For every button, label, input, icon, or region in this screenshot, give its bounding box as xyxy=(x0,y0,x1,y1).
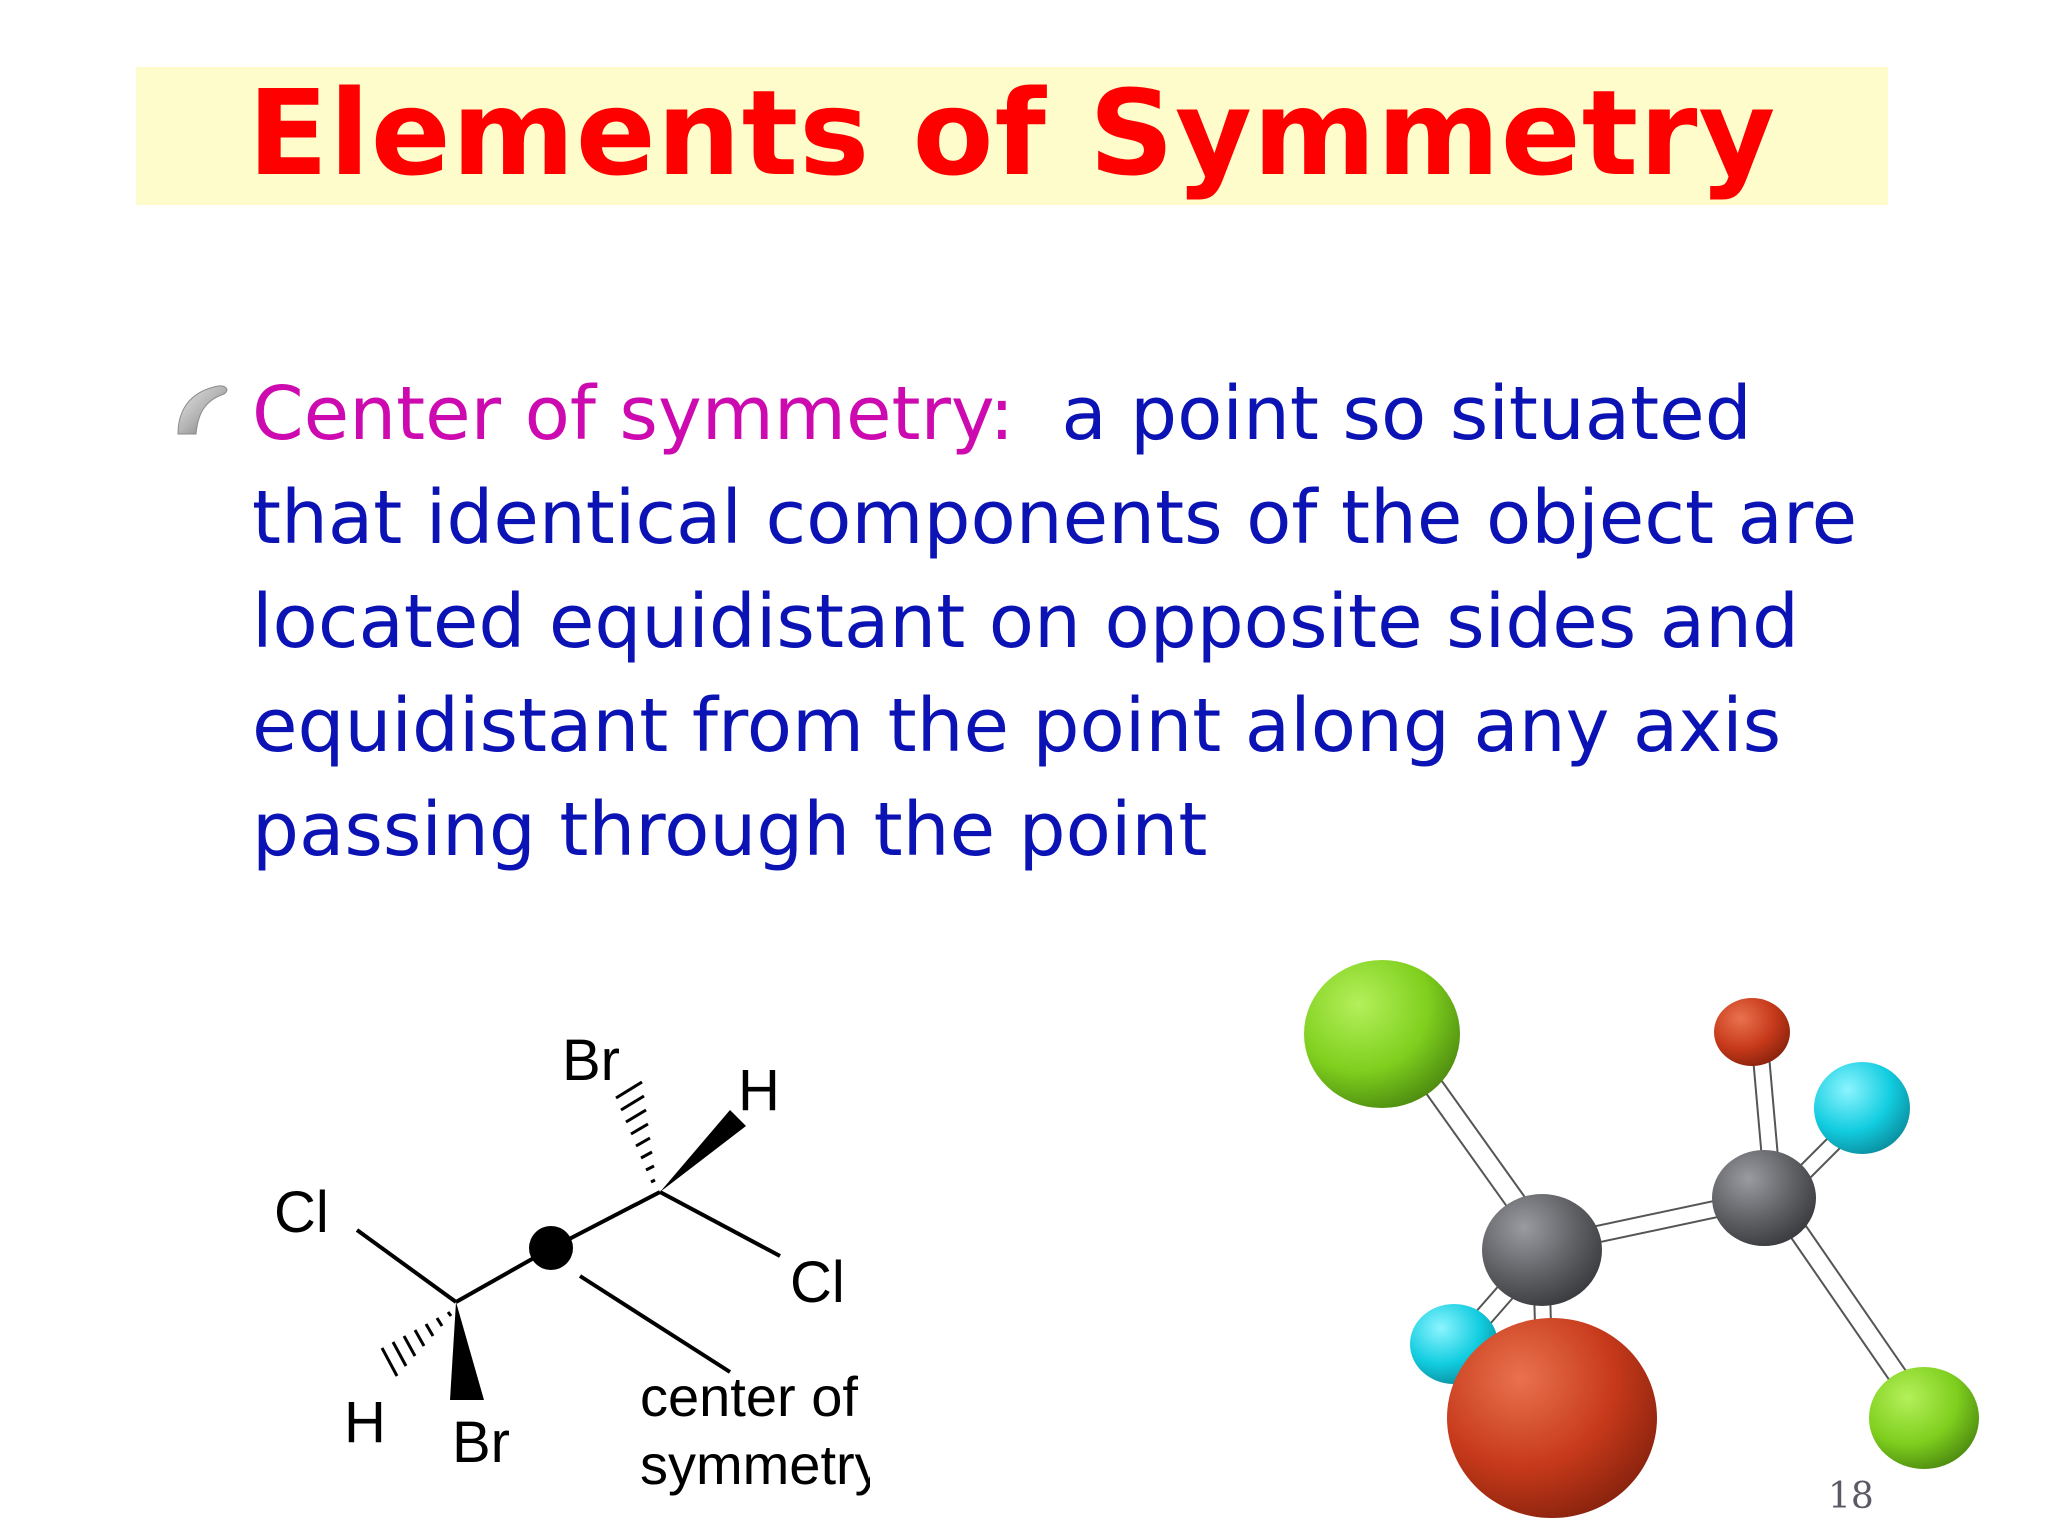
atom-label-br-top: Br xyxy=(562,1028,620,1093)
curl-bullet-icon xyxy=(177,385,228,435)
caption-line-2: symmetry xyxy=(640,1433,883,1496)
bond-c2-cl-right xyxy=(659,1190,781,1258)
atom-bromine-small xyxy=(1714,998,1790,1066)
atom-bromine-large xyxy=(1447,1318,1657,1518)
bullet-line-2: that identical components of the object … xyxy=(252,475,1858,561)
structural-formula: Br H Cl Cl H Br center of symmetry xyxy=(274,1028,883,1496)
center-of-symmetry-dot xyxy=(529,1226,573,1270)
bullet-text: Center of symmetry: a point so situated … xyxy=(252,362,1932,882)
bullet-line-3: located equidistant on opposite sides an… xyxy=(252,579,1800,665)
hashed-bond-bottom xyxy=(380,1311,453,1377)
atom-label-cl-right: Cl xyxy=(790,1250,845,1315)
atom-label-cl-left: Cl xyxy=(274,1180,329,1245)
bond-cl-left xyxy=(355,1228,458,1304)
bullet-line-4: equidistant from the point along any axi… xyxy=(252,683,1782,769)
title-band xyxy=(136,67,1888,205)
term-label: Center of symmetry: xyxy=(252,371,1015,457)
ball-and-stick-model xyxy=(870,940,2000,1536)
atom-carbon-right xyxy=(1712,1150,1816,1246)
atom-label-br-bottom: Br xyxy=(452,1410,510,1475)
atom-chlorine-bottom-right xyxy=(1869,1367,1979,1469)
atom-chlorine-top-left xyxy=(1304,960,1460,1108)
definition-start: a point so situated xyxy=(1061,371,1752,457)
wedge-bond-bottom xyxy=(450,1302,484,1400)
slide-title: Elements of Symmetry xyxy=(247,64,1777,202)
hashed-bond-top xyxy=(615,1080,656,1184)
bullet-line-5: passing through the point xyxy=(252,787,1208,873)
caption-line-1: center of xyxy=(640,1365,858,1428)
wedge-bond-top xyxy=(660,1110,746,1192)
caption-pointer xyxy=(578,1274,732,1374)
bullet-line-1: Center of symmetry: a point so situated xyxy=(252,362,1932,466)
atom-carbon-left xyxy=(1482,1194,1602,1306)
atom-hydrogen-right xyxy=(1814,1062,1910,1154)
page-number: 18 xyxy=(1828,1476,1874,1517)
atom-label-h-bottom: H xyxy=(344,1390,386,1455)
atom-label-h-top: H xyxy=(738,1058,780,1123)
